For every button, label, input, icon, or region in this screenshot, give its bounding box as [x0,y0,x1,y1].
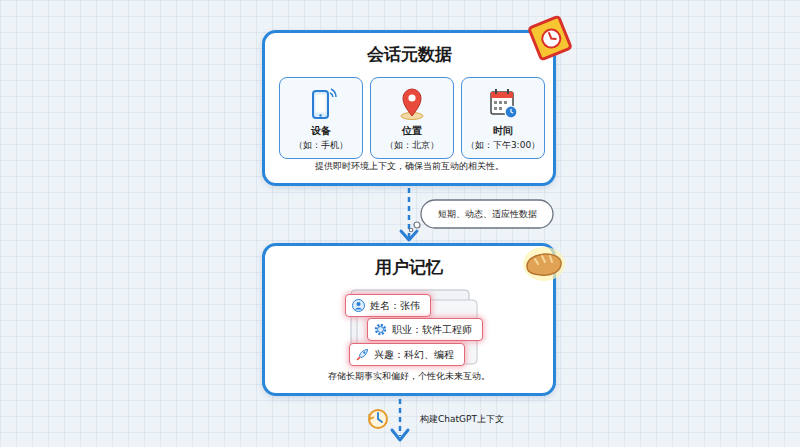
memory-card: 姓名：张伟 [345,294,431,317]
node-body: （如：下午3:00） [462,139,544,152]
info-tile: 时间（如：下午3:00） [461,77,545,159]
info-tile: 设备（如：手机） [279,77,363,159]
node-body: （如：手机） [280,139,362,152]
section-panel: 用户记忆存储长期事实和偏好，个性化未来互动。 姓名：张伟 职业：软件工程师 兴趣… [262,243,556,396]
info-tile: 位置（如：北京） [370,77,454,159]
node-title: 姓名：张伟 [370,299,420,312]
node-title: 短期、动态、适应性数据 [420,199,554,229]
flow-label: 构建ChatGPT上下文 [420,413,504,426]
flow-connector [401,188,417,240]
clock-sticker [525,15,575,61]
memory-card: 兴趣：科幻、编程 [349,343,465,366]
calendar-icon [486,85,520,121]
history-icon [369,410,387,428]
node-title: 位置 [371,125,453,138]
node-title: 设备 [280,125,362,138]
node-title: 职业：软件工程师 [392,323,472,336]
phone-icon [304,85,338,121]
output-arrow-line [399,399,402,436]
node-title: 时间 [462,125,544,138]
output-arrowhead [392,430,408,440]
node-title: 用户记忆 [265,256,553,279]
node-title: 会话元数据 [265,43,553,66]
node-body: 提供即时环境上下文，确保当前互动的相关性。 [271,160,547,173]
thought-bubble: 短期、动态、适应性数据 [420,199,554,229]
gear-icon [374,323,387,336]
bread-sticker [521,242,567,284]
rocket-icon [356,348,369,361]
memory-card: 职业：软件工程师 [367,318,483,341]
section-panel: 会话元数据提供即时环境上下文，确保当前互动的相关性。 设备（如：手机） 位置（如… [262,30,556,186]
person-icon [352,299,365,312]
node-title: 兴趣：科幻、编程 [374,348,454,361]
node-body: 存储长期事实和偏好，个性化未来互动。 [271,370,547,383]
node-body: （如：北京） [371,139,453,152]
location-pin-icon [395,85,429,121]
